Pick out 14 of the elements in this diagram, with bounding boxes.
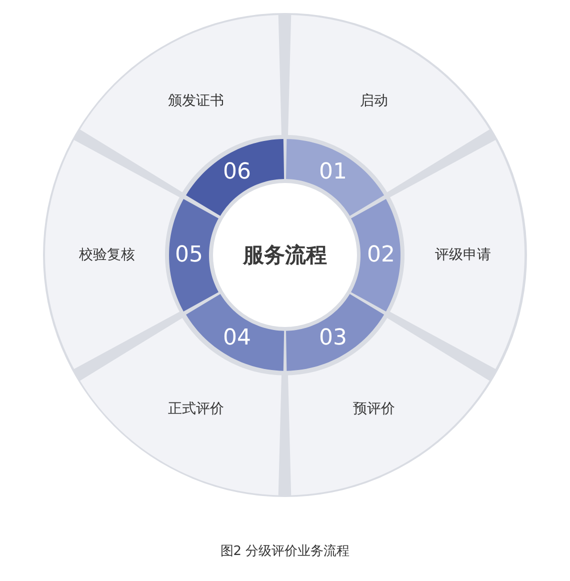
step-label: 启动: [360, 92, 388, 110]
step-label: 评级申请: [434, 246, 491, 264]
step-number: 04: [222, 326, 251, 351]
step-label: 预评价: [352, 400, 395, 418]
step-label: 校验复核: [79, 246, 135, 264]
caption: 图2 分级评价业务流程: [219, 543, 351, 560]
step-number: 01: [318, 159, 347, 184]
center-title: 服务流程: [243, 242, 327, 269]
step-label: 颁发证书: [168, 92, 224, 110]
step-number: 06: [222, 159, 251, 184]
step-number: 02: [366, 242, 395, 268]
step-label: 正式评价: [168, 400, 224, 418]
step-number: 05: [175, 242, 203, 268]
step-number: 03: [318, 326, 347, 351]
